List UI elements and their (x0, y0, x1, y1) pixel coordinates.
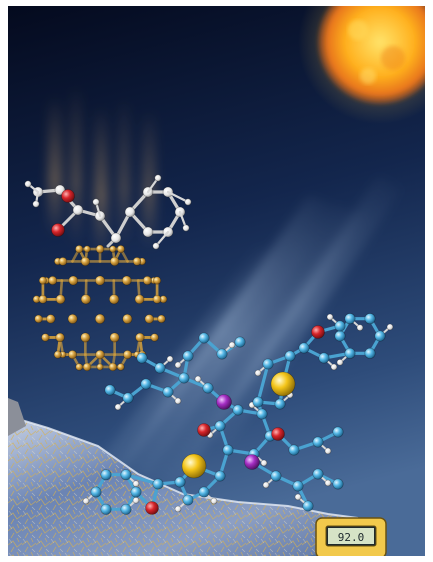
substrate-film (8, 398, 359, 556)
multimeter-icon: 92.0 (315, 517, 387, 556)
fullerene-icon (24, 174, 192, 372)
artwork-scene: 92.0 (8, 6, 425, 556)
meter-reading: 92.0 (338, 531, 365, 544)
polymer-molecule-icon (82, 313, 394, 515)
light-rays (48, 86, 403, 506)
sun-icon (298, 6, 425, 124)
